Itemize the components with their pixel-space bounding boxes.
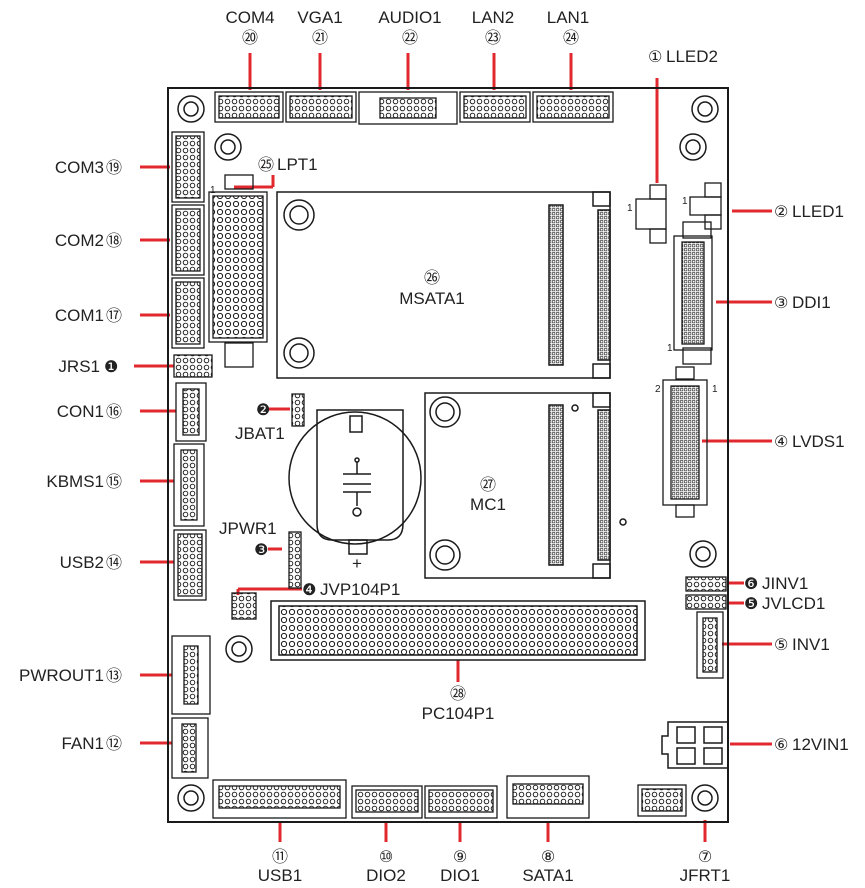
label-dio2: DIO2 bbox=[366, 866, 406, 885]
jinv-jvlcd-headers bbox=[685, 576, 727, 610]
label-vga1: VGA1 bbox=[297, 8, 342, 27]
pin1-lvds1: 1 bbox=[712, 384, 718, 395]
label-lan1: LAN1 bbox=[547, 8, 590, 27]
msata1-slot bbox=[276, 191, 611, 379]
label-jpwr1: JPWR1 bbox=[219, 519, 277, 538]
label-jinv1: JINV1 bbox=[762, 574, 808, 593]
label-dio1: DIO1 bbox=[440, 866, 480, 885]
marker-24: ㉔ bbox=[563, 28, 579, 47]
label-fan1: FAN1 bbox=[61, 734, 104, 753]
marker-20: ⑳ bbox=[242, 28, 258, 47]
label-inv1: INV1 bbox=[792, 635, 830, 654]
marker-7: ⑦ bbox=[698, 847, 712, 866]
board-outline bbox=[167, 87, 729, 823]
pin1-lpt1: 1 bbox=[210, 185, 216, 196]
marker-8: ⑧ bbox=[541, 847, 555, 866]
lled-connectors bbox=[635, 182, 722, 244]
marker-22: ㉒ bbox=[402, 28, 418, 47]
label-lpt1: LPT1 bbox=[277, 155, 318, 174]
lpt1-connector bbox=[208, 174, 268, 368]
label-con1: CON1 bbox=[57, 402, 104, 421]
jumpers bbox=[231, 393, 305, 620]
battery-holder bbox=[288, 409, 422, 555]
label-jvlcd1: JVLCD1 bbox=[762, 594, 825, 613]
bottom-connectors bbox=[212, 775, 687, 819]
marker-19: ⑲ bbox=[106, 158, 122, 177]
marker-15: ⑮ bbox=[106, 472, 122, 491]
marker-26: ㉖ bbox=[424, 268, 440, 287]
marker-12: ⑫ bbox=[106, 734, 122, 753]
mounting-holes bbox=[177, 95, 719, 812]
marker-j3: ❸ bbox=[254, 540, 268, 559]
marker-9: ⑨ bbox=[453, 847, 467, 866]
label-mc1: MC1 bbox=[470, 495, 506, 514]
label-lled1: LLED1 bbox=[792, 202, 844, 221]
marker-18: ⑱ bbox=[106, 231, 122, 250]
marker-10: ⑩ bbox=[379, 847, 393, 866]
marker-1: ① bbox=[648, 47, 662, 66]
label-lan2: LAN2 bbox=[472, 8, 515, 27]
battery-plus-sign: + bbox=[352, 554, 362, 573]
marker-25: ㉕ bbox=[258, 155, 274, 174]
marker-j1: ❶ bbox=[104, 357, 118, 376]
pin1-lled2: 1 bbox=[627, 203, 633, 214]
lvds1-connector bbox=[662, 366, 708, 518]
marker-j5: ❺ bbox=[744, 594, 758, 613]
marker-14: ⑭ bbox=[106, 553, 122, 572]
12vin1-connector bbox=[661, 721, 729, 769]
marker-27: ㉗ bbox=[480, 475, 496, 494]
label-kbms1: KBMS1 bbox=[46, 472, 104, 491]
marker-17: ⑰ bbox=[106, 306, 122, 325]
marker-5: ⑤ bbox=[774, 635, 788, 654]
label-jrs1: JRS1 bbox=[58, 357, 100, 376]
left-connectors bbox=[171, 131, 213, 779]
label-jbat1: JBAT1 bbox=[235, 424, 285, 443]
marker-2: ② bbox=[774, 202, 788, 221]
label-sata1: SATA1 bbox=[522, 866, 573, 885]
callout-lines bbox=[134, 53, 772, 842]
marker-6: ⑥ bbox=[774, 735, 788, 754]
label-lled2: LLED2 bbox=[666, 47, 718, 66]
marker-j4: ❹ bbox=[302, 580, 316, 599]
mc1-slot bbox=[424, 392, 627, 579]
label-audio1: AUDIO1 bbox=[378, 8, 441, 27]
label-ddi1: DDI1 bbox=[792, 293, 831, 312]
marker-j2: ❷ bbox=[256, 400, 270, 419]
label-pwrout1: PWROUT1 bbox=[19, 666, 104, 685]
marker-16: ⑯ bbox=[106, 402, 122, 421]
ddi1-connector bbox=[673, 221, 713, 365]
marker-j6: ❻ bbox=[744, 574, 758, 593]
marker-11: ⑪ bbox=[272, 847, 288, 866]
label-jfrt1: JFRT1 bbox=[680, 866, 731, 885]
label-usb2: USB2 bbox=[60, 553, 104, 572]
label-com2: COM2 bbox=[55, 231, 104, 250]
marker-4: ④ bbox=[774, 432, 788, 451]
label-lvds1: LVDS1 bbox=[792, 432, 845, 451]
label-com4: COM4 bbox=[225, 8, 274, 27]
top-connectors bbox=[214, 91, 614, 125]
pin2-lvds1: 2 bbox=[655, 384, 661, 395]
marker-28: ㉘ bbox=[450, 684, 466, 703]
marker-13: ⑬ bbox=[106, 666, 122, 685]
marker-23: ㉓ bbox=[485, 28, 501, 47]
marker-21: ㉑ bbox=[312, 28, 328, 47]
marker-3: ③ bbox=[774, 293, 788, 312]
label-jvp104p1: JVP104P1 bbox=[320, 580, 400, 599]
label-com1: COM1 bbox=[55, 306, 104, 325]
pc104p1-connector bbox=[270, 600, 646, 661]
label-msata1: MSATA1 bbox=[399, 289, 465, 308]
inv1-connector bbox=[696, 611, 724, 679]
label-usb1: USB1 bbox=[258, 866, 302, 885]
label-com3: COM3 bbox=[55, 158, 104, 177]
pin1-ddi1: 1 bbox=[667, 343, 673, 354]
label-pc104p1: PC104P1 bbox=[422, 704, 495, 723]
label-12vin1: 12VIN1 bbox=[792, 735, 849, 754]
pin1-lled1: 1 bbox=[682, 196, 688, 207]
